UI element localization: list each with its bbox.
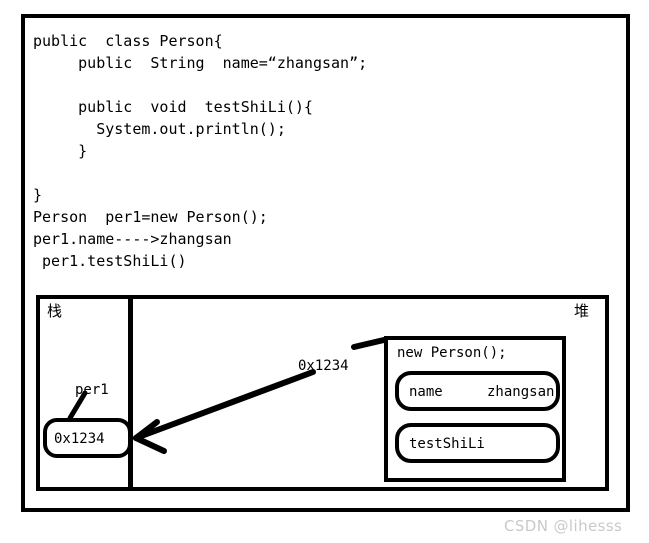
code-line: per1.name---->zhangsan <box>33 230 232 248</box>
reference-value-label: 0x1234 <box>298 358 349 374</box>
code-line: public void testShiLi(){ <box>33 98 313 116</box>
heap-field-method-key: testShiLi <box>409 436 485 452</box>
code-line: System.out.println(); <box>33 120 286 138</box>
stack-region-label: 栈 <box>47 302 63 320</box>
heap-field-method: testShiLi <box>395 423 560 463</box>
stack-slot-value: 0x1234 <box>54 431 105 447</box>
code-blank-line <box>33 162 593 184</box>
diagram-outer-frame: public class Person{ public String name=… <box>21 14 630 512</box>
heap-object-title: new Person(); <box>397 345 507 361</box>
heap-object-box: new Person(); name zhangsan testShiLi <box>384 336 566 482</box>
code-line: per1.testShiLi() <box>33 252 187 270</box>
code-blank-line <box>33 74 593 96</box>
stack-heap-divider <box>128 299 133 487</box>
code-line: public String name=“zhangsan”; <box>33 54 368 72</box>
code-listing: public class Person{ public String name=… <box>33 30 593 272</box>
heap-region-label: 堆 <box>574 302 590 320</box>
heap-field-name-value: zhangsan <box>487 384 555 400</box>
heap-field-name-key: name <box>409 384 443 400</box>
code-line: public class Person{ <box>33 32 223 50</box>
heap-field-name: name zhangsan <box>395 371 560 411</box>
stack-variable-label: per1 <box>75 382 109 398</box>
watermark: CSDN @lihesss <box>504 517 623 535</box>
stack-slot: 0x1234 <box>43 418 132 458</box>
code-line: } <box>33 186 43 204</box>
memory-diagram: 栈 堆 per1 0x1234 new Person(); name zhang… <box>36 295 609 491</box>
code-line: Person per1=new Person(); <box>33 208 268 226</box>
code-line: } <box>33 142 88 160</box>
